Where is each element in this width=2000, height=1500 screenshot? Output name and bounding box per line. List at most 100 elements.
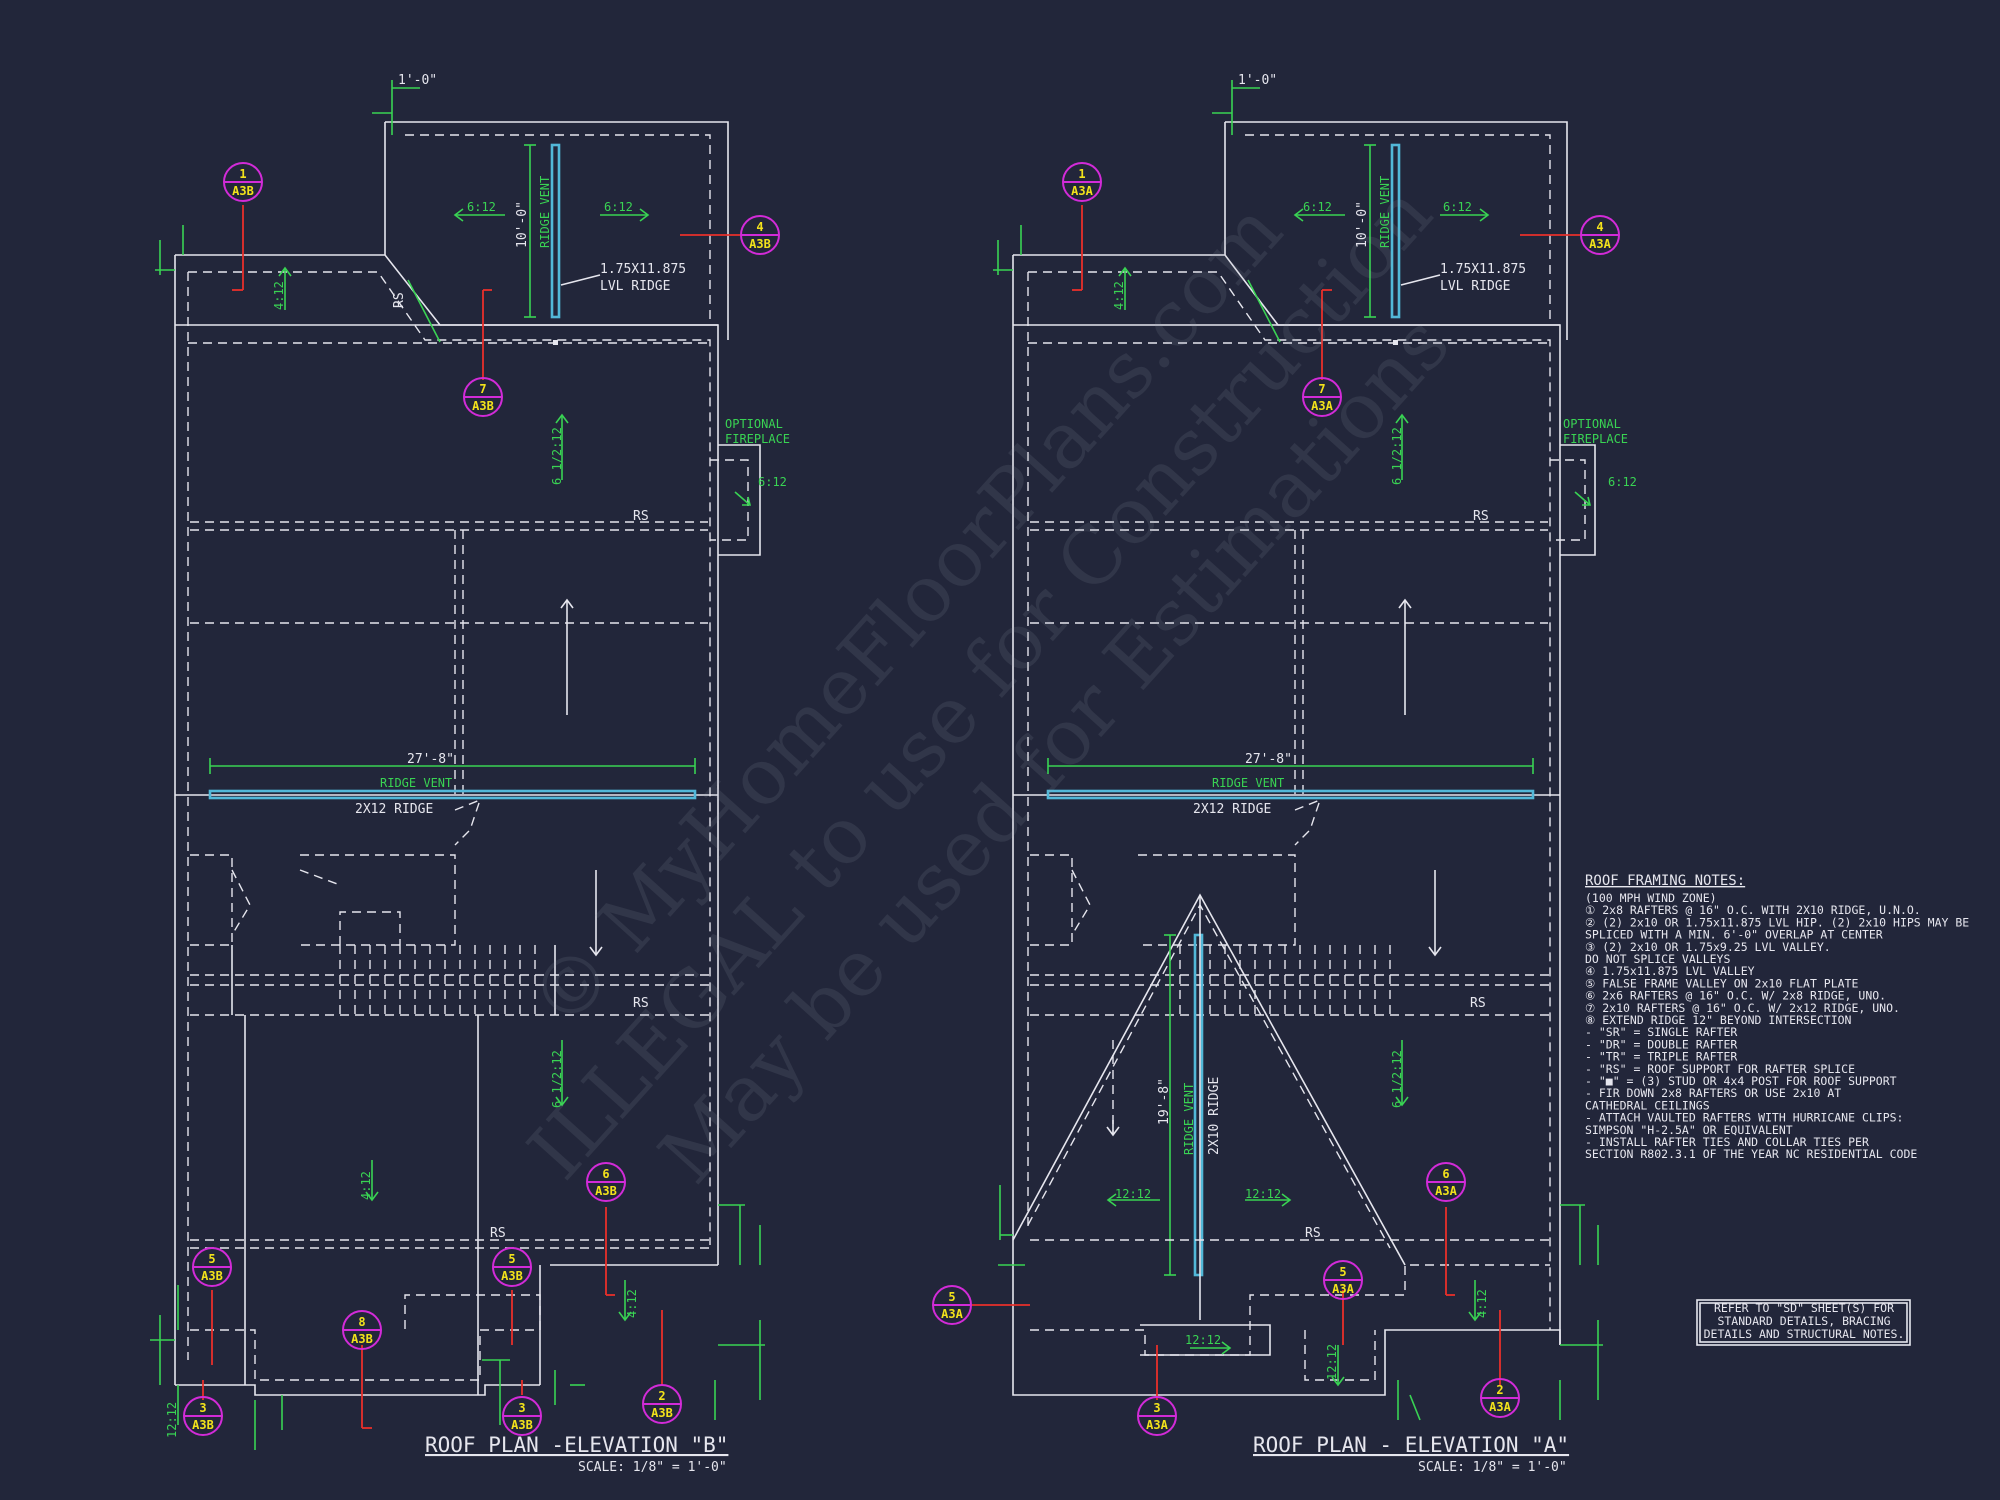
optional-fireplace: OPTIONAL: [1563, 417, 1621, 431]
svg-text:ILLEGAL to use for Constructio: ILLEGAL to use for Construction: [512, 169, 1450, 1197]
refer-line: REFER TO "SD" SHEET(S) FOR: [1714, 1301, 1894, 1315]
note-line: ③ (2) 2x10 OR 1.75x9.25 LVL VALLEY.: [1585, 940, 1831, 954]
note-line: - INSTALL RAFTER TIES AND COLLAR TIES PE…: [1585, 1135, 1869, 1149]
note-line: - ATTACH VAULTED RAFTERS WITH HURRICANE …: [1585, 1111, 1904, 1125]
slope: 12:12: [1185, 1333, 1221, 1347]
slope: 4:12: [625, 1289, 639, 1318]
section-sheet: A3B: [749, 237, 771, 251]
note-line: - "RS" = ROOF SUPPORT FOR RAFTER SPLICE: [1585, 1062, 1855, 1076]
section-number: 7: [1318, 382, 1325, 396]
note-line: ⑧ EXTEND RIDGE 12" BEYOND INTERSECTION: [1585, 1013, 1852, 1027]
section-marker-circle: [223, 162, 263, 202]
ridge-vent-label: RIDGE VENT: [1212, 776, 1284, 790]
plan-b-labels: 1.75X11.875 LVL RIDGE RIDGE VENT 10'-0" …: [165, 73, 790, 1475]
note-line: ⑤ FALSE FRAME VALLEY ON 2x10 FLAT PLATE: [1585, 976, 1858, 990]
ridge-2x10-dim: 19'-8": [1157, 1078, 1172, 1125]
refer-box: [1696, 1299, 1911, 1346]
slope: 12:12: [165, 1402, 179, 1438]
note-line: SECTION R802.3.1 OF THE YEAR NC RESIDENT…: [1585, 1147, 1917, 1161]
section-marker-circle: [740, 215, 780, 255]
section-number: 4: [756, 220, 763, 234]
section-marker-circle: [463, 377, 503, 417]
roof-plan-elevation-a: [972, 80, 1603, 1421]
rs-label: RS: [392, 292, 407, 308]
section-number: 6: [602, 1167, 609, 1181]
section-marker-circle: [1137, 1396, 1177, 1436]
section-sheet: A3A: [1589, 237, 1611, 251]
slope: 4:12: [359, 1171, 373, 1200]
slope: 4:12: [1112, 281, 1126, 310]
section-marker-circle: [183, 1396, 223, 1436]
section-sheet: A3B: [201, 1269, 223, 1283]
slope: 4:12: [272, 281, 286, 310]
ridge-vent-dim: 10'-0": [515, 201, 530, 248]
slope: 6:12: [467, 200, 496, 214]
ridge-2x12-label: 2X12 RIDGE: [355, 802, 433, 817]
rs-label: RS: [490, 1226, 506, 1241]
slope: 6:12: [1303, 200, 1332, 214]
plan-scale: SCALE: 1/8" = 1'-0": [578, 1460, 727, 1475]
plan-title: ROOF PLAN - ELEVATION "A": [1253, 1433, 1569, 1457]
section-sheet: A3A: [1489, 1400, 1511, 1414]
section-number: 5: [948, 1290, 955, 1304]
section-sheet: A3B: [472, 399, 494, 413]
section-number: 5: [208, 1252, 215, 1266]
slope: 6 1/2:12: [550, 427, 564, 485]
slope: 6:12: [758, 475, 787, 489]
note-line: ② (2) 2x10 OR 1.75x11.875 LVL HIP. (2) 2…: [1585, 915, 1969, 929]
note-line: ① 2x8 RAFTERS @ 16" O.C. WITH 2X10 RIDGE…: [1585, 903, 1921, 917]
slope: 12:12: [1245, 1187, 1281, 1201]
section-marker-circle: [502, 1396, 542, 1436]
section-number: 1: [239, 167, 246, 181]
section-number: 3: [518, 1401, 525, 1415]
section-sheet: A3B: [651, 1406, 673, 1420]
rs-label: RS: [633, 509, 649, 524]
slope: 6:12: [1443, 200, 1472, 214]
section-marker-circle: [1062, 162, 1102, 202]
slope: 6:12: [604, 200, 633, 214]
section-marker-circle: [1323, 1260, 1363, 1300]
slope: 12:12: [1325, 1344, 1339, 1380]
note-line: - FIR DOWN 2x8 RAFTERS OR USE 2x10 AT: [1585, 1086, 1841, 1100]
section-number: 3: [1153, 1401, 1160, 1415]
ridge-vent-label: RIDGE VENT: [380, 776, 452, 790]
section-sheet: A3A: [1146, 1418, 1168, 1432]
note-line: - "SR" = SINGLE RAFTER: [1585, 1025, 1737, 1039]
section-marker-circle: [642, 1384, 682, 1424]
section-marker-circle: [192, 1247, 232, 1287]
ridge-length-dim: 27'-8": [407, 752, 454, 767]
plan-title: ROOF PLAN -ELEVATION "B": [425, 1433, 728, 1457]
ridge-length-dim: 27'-8": [1245, 752, 1292, 767]
section-marker-circle: [1580, 215, 1620, 255]
section-marker-circle: [1426, 1162, 1466, 1202]
section-sheet: A3B: [511, 1418, 533, 1432]
note-line: (100 MPH WIND ZONE): [1585, 891, 1717, 905]
section-marker-circle: [1302, 377, 1342, 417]
section-sheet: A3A: [1311, 399, 1333, 413]
rs-label: RS: [1473, 509, 1489, 524]
slope: 12:12: [1115, 1187, 1151, 1201]
section-number: 1: [1078, 167, 1085, 181]
section-number: 5: [508, 1252, 515, 1266]
roof-framing-notes: ROOF FRAMING NOTES: (100 MPH WIND ZONE)①…: [1585, 873, 1969, 1161]
dimension: 1'-0": [398, 73, 437, 88]
note-line: ⑦ 2x10 RAFTERS @ 16" O.C. W/ 2x12 RIDGE,…: [1585, 1001, 1900, 1015]
section-sheet: A3A: [1435, 1184, 1457, 1198]
note-line: CATHEDRAL CEILINGS: [1585, 1098, 1710, 1112]
note-line: SIMPSON "H-2.5A" OR EQUIVALENT: [1585, 1123, 1793, 1137]
ridge-2x12-label: 2X12 RIDGE: [1193, 802, 1271, 817]
